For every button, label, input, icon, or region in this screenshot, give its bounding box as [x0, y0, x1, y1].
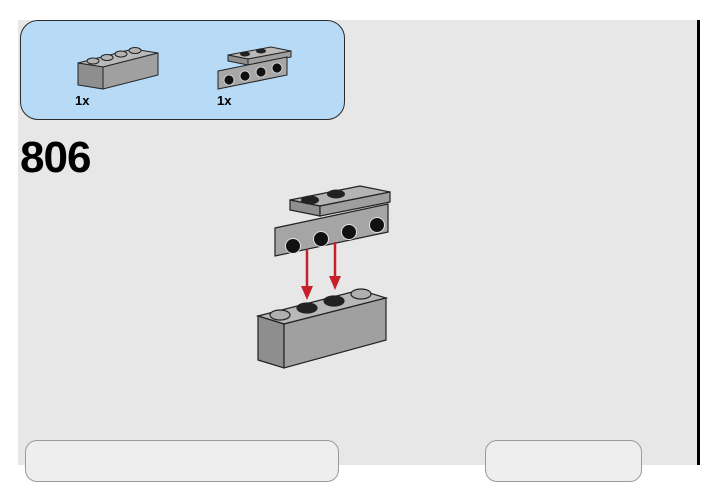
assembly-illustration: [255, 185, 391, 369]
page-edge-rule: [697, 20, 700, 465]
brick-1x4-part-icon: [77, 47, 159, 90]
brick-1x4-model: [255, 288, 389, 369]
placement-arrows: [301, 242, 341, 300]
next-callout-left: [25, 440, 339, 482]
parts-callout: 1x 1x: [20, 20, 345, 120]
next-callout-right: [485, 440, 642, 482]
instruction-page: 1x 1x 806: [18, 20, 700, 482]
bracket-quantity: 1x: [217, 93, 232, 108]
step-number: 806: [20, 133, 91, 182]
bracket-plate-part-icon: [217, 46, 292, 90]
brick-quantity: 1x: [75, 93, 90, 108]
bracket-plate-model: [274, 185, 391, 257]
